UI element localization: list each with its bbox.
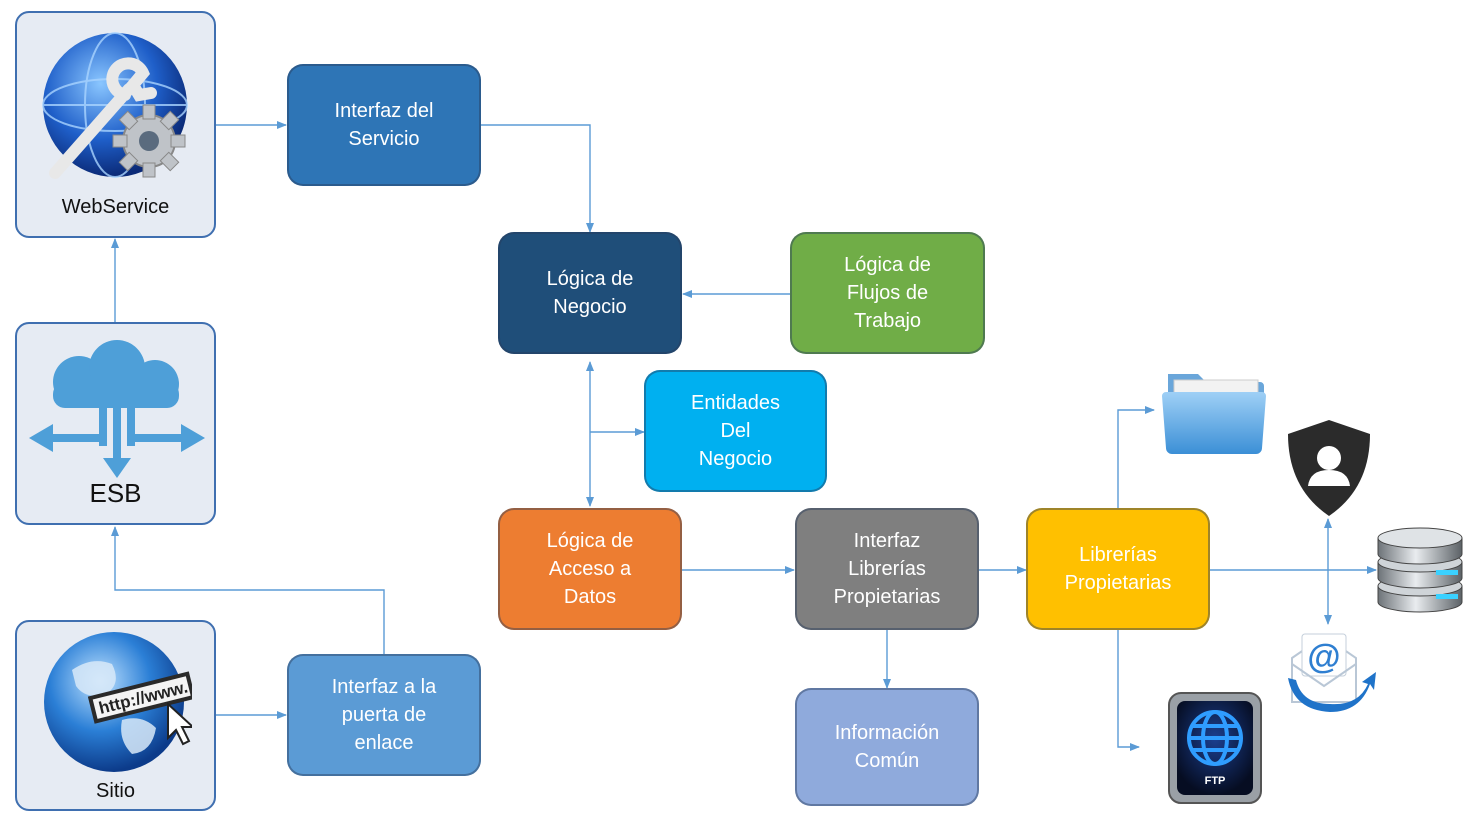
arrow-librerias-to-folder	[1117, 406, 1155, 508]
globe-http-icon: http://www.	[44, 632, 192, 772]
logica-negocio-box: Lógica de Negocio	[498, 232, 682, 354]
esb-panel: ESB	[15, 322, 216, 525]
logica-flujos-box: Lógica de Flujos de Trabajo	[790, 232, 985, 354]
webservice-globe-wrench-gear-icon	[42, 32, 188, 179]
at-symbol: @	[1307, 638, 1340, 676]
arrow-interfaz-puerta-to-esb	[111, 526, 385, 654]
logica-acceso-datos-box: Lógica de Acceso a Datos	[498, 508, 682, 630]
user-shield-icon	[1288, 420, 1370, 516]
arrow-interfaz-servicio-to-logica-negocio	[481, 124, 594, 233]
informacion-comun-box: Información Común	[795, 688, 979, 806]
database-icon	[1377, 527, 1463, 613]
ftp-text: FTP	[1205, 775, 1226, 787]
sitio-panel: http://www. Sitio	[15, 620, 216, 811]
esb-label: ESB	[89, 478, 142, 508]
librerias-propietarias-box: Librerías Propietarias	[1026, 508, 1210, 630]
interfaz-servicio-box: Interfaz del Servicio	[287, 64, 481, 186]
ftp-drive-icon: FTP	[1168, 692, 1262, 804]
interfaz-puerta-enlace-box: Interfaz a la puerta de enlace	[287, 654, 481, 776]
email-at-icon: @	[1288, 633, 1376, 712]
entidades-negocio-box: Entidades Del Negocio	[644, 370, 827, 492]
arrow-librerias-to-ftp	[1117, 629, 1140, 751]
folder-icon	[1162, 374, 1266, 454]
interfaz-librerias-box: Interfaz Librerías Propietarias	[795, 508, 979, 630]
webservice-label: WebService	[61, 196, 170, 218]
webservice-panel: WebService	[15, 11, 216, 238]
sitio-label: Sitio	[96, 780, 135, 802]
cloud-arrows-icon	[29, 340, 205, 478]
